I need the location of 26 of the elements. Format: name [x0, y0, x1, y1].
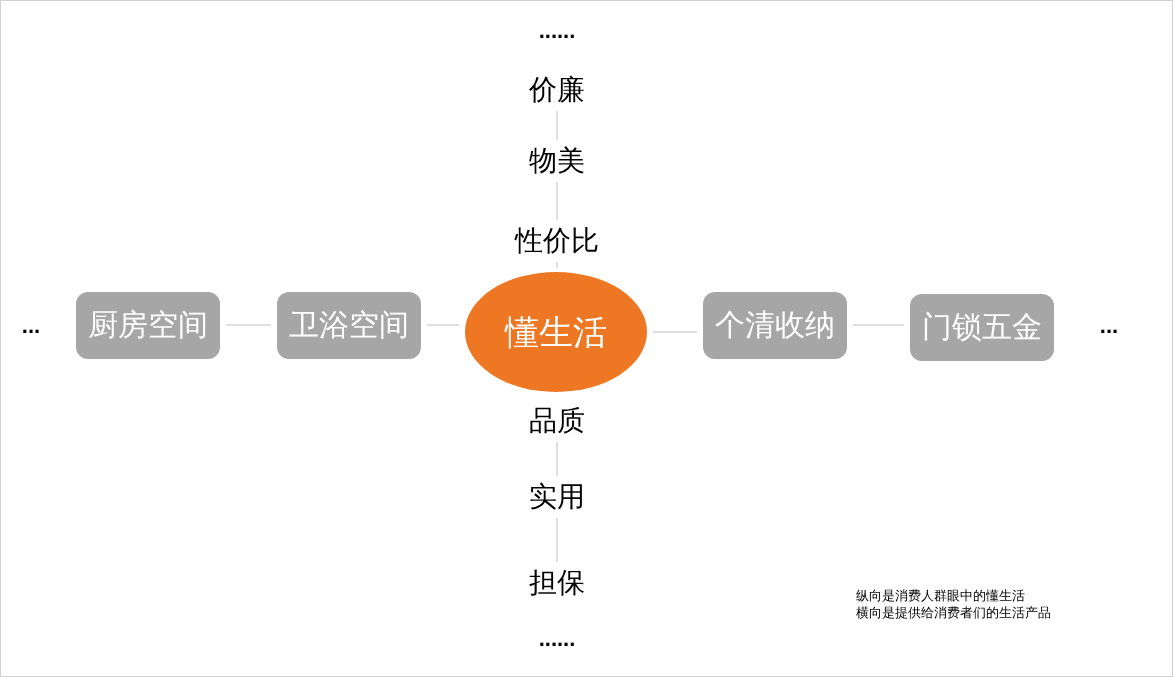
center-ellipse: 懂生活 [465, 272, 647, 392]
ellipsis-text: ...... [538, 628, 576, 650]
category-box: 个清收纳 [703, 291, 847, 359]
connector-line [556, 261, 558, 269]
connector-line [556, 181, 558, 221]
connector-line [556, 110, 558, 141]
connector-line [852, 324, 905, 326]
ellipsis-text: ... [21, 315, 41, 337]
category-box: 卫浴空间 [277, 291, 421, 359]
ellipsis-text: ...... [538, 20, 576, 42]
ellipsis-text: ... [1099, 315, 1119, 337]
connector-line [426, 324, 460, 326]
attribute-text: 物美 [522, 144, 592, 178]
note-text: 纵向是消费人群眼中的懂生活 [856, 587, 1026, 604]
attribute-text: 品质 [522, 404, 592, 438]
attribute-text: 实用 [522, 480, 592, 514]
attribute-text: 担保 [522, 566, 592, 600]
attribute-text: 性价比 [507, 224, 607, 258]
category-box: 厨房空间 [76, 291, 220, 359]
connector-line [556, 517, 558, 563]
attribute-text: 价廉 [522, 73, 592, 107]
note-text: 横向是提供给消费者们的生活产品 [856, 604, 1051, 621]
connector-line [556, 441, 558, 477]
connector-line [225, 324, 272, 326]
category-box: 门锁五金 [910, 293, 1054, 361]
connector-line [652, 331, 698, 333]
